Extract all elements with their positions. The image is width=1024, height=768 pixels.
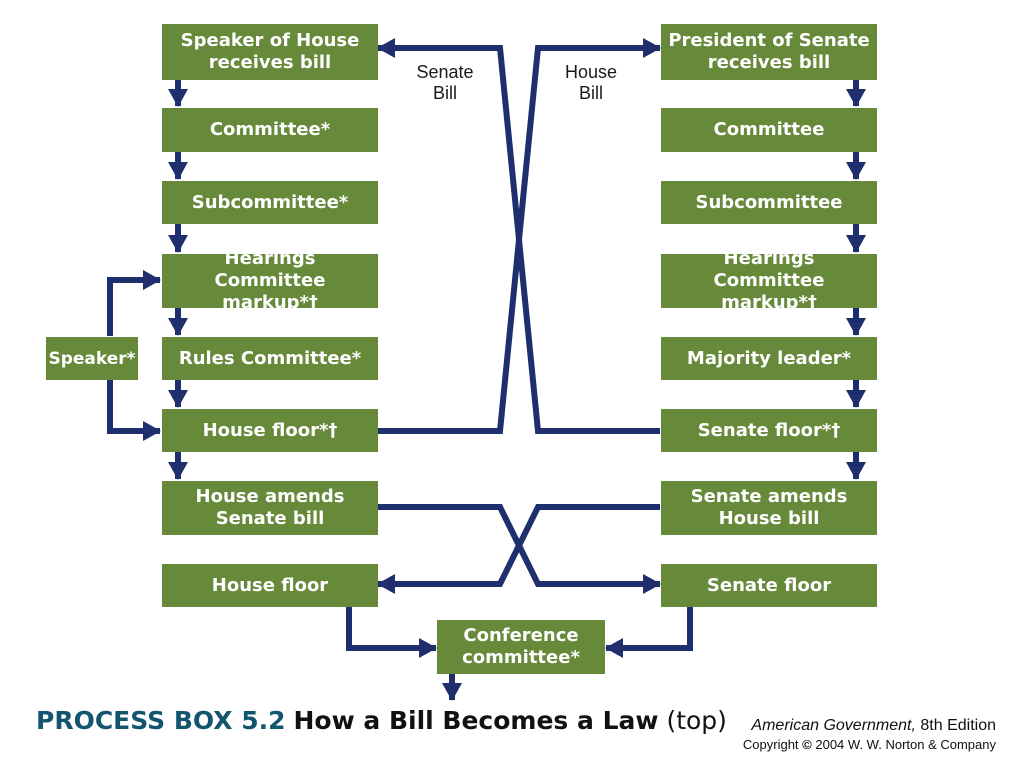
book-title-italic: American Government, — [751, 717, 916, 734]
conference-line1: Conference — [463, 625, 579, 646]
senate-amends-line2: House bill — [718, 508, 820, 529]
president-of-senate-line2: receives bill — [707, 52, 831, 73]
copyright-symbol-icon: © — [802, 737, 812, 752]
house-amends-box: House amends Senate bill — [162, 481, 378, 535]
senate-floor-box: Senate floor*† — [661, 409, 877, 452]
president-of-senate-line1: President of Senate — [668, 30, 870, 51]
arrow-speaker-to-house-floor — [107, 380, 161, 441]
house-committee-box: Committee* — [162, 108, 378, 152]
house-amends-line1: House amends — [195, 486, 345, 507]
copyright-holder: 2004 W. W. Norton & Company — [811, 737, 996, 752]
senate-hearings-line2: markup*† — [721, 292, 817, 313]
senate-hearings-line1: Hearings Committee — [713, 248, 825, 291]
senate-amends-line1: Senate amends — [690, 486, 848, 507]
arrow-senate-amends-to-house-floor — [377, 504, 660, 594]
house-final-floor-box: House floor — [162, 564, 378, 607]
majority-leader-box: Majority leader* — [661, 337, 877, 380]
conference-committee-box: Conference committee* — [437, 620, 605, 674]
house-hearings-line1: Hearings Committee — [214, 248, 326, 291]
speaker-of-house-box: Speaker of House receives bill — [162, 24, 378, 80]
senate-amends-box: Senate amends House bill — [661, 481, 877, 535]
speaker-of-house-line2: receives bill — [208, 52, 332, 73]
rules-committee-box: Rules Committee* — [162, 337, 378, 380]
book-title: American Government, 8th Edition — [743, 716, 996, 736]
page-title: PROCESS BOX 5.2 How a Bill Becomes a Law… — [36, 706, 727, 735]
title-box-number: PROCESS BOX 5.2 — [36, 706, 286, 735]
copyright-label: Copyright — [742, 737, 803, 752]
senate-subcommittee-box: Subcommittee — [661, 181, 877, 224]
house-bill-label-line1: House — [564, 62, 618, 82]
house-hearings-box: Hearings Committee markup*† — [162, 248, 378, 313]
arrow-senate-floor-to-speaker — [377, 38, 660, 434]
copyright-line: Copyright © 2004 W. W. Norton & Company — [743, 736, 996, 754]
house-amends-line2: Senate bill — [215, 508, 325, 529]
house-hearings-line2: markup*† — [222, 292, 318, 313]
senate-bill-label-line2: Bill — [432, 83, 457, 103]
senate-committee-box: Committee — [661, 108, 877, 152]
president-of-senate-box: President of Senate receives bill — [661, 24, 877, 80]
speaker-of-house-line1: Speaker of House — [180, 30, 360, 51]
house-bill-label: House Bill — [551, 62, 631, 104]
senate-hearings-box: Hearings Committee markup*† — [661, 248, 877, 313]
conference-line2: committee* — [462, 647, 580, 668]
arrow-speaker-to-hearings — [107, 270, 161, 336]
senate-final-floor-box: Senate floor — [661, 564, 877, 607]
title-main: How a Bill Becomes a Law — [293, 706, 659, 735]
senate-bill-label-line1: Senate — [416, 62, 474, 82]
speaker-box: Speaker* — [46, 337, 138, 380]
book-edition: 8th Edition — [915, 717, 996, 734]
credit-block: American Government, 8th Edition Copyrig… — [743, 716, 996, 754]
house-floor-box: House floor*† — [162, 409, 378, 452]
house-subcommittee-box: Subcommittee* — [162, 181, 378, 224]
arrow-senate-floor-to-conference — [605, 607, 693, 658]
house-bill-label-line2: Bill — [578, 83, 603, 103]
senate-bill-label: Senate Bill — [405, 62, 485, 104]
arrow-house-floor-to-conference — [346, 607, 437, 658]
title-sub: (top) — [666, 706, 727, 735]
